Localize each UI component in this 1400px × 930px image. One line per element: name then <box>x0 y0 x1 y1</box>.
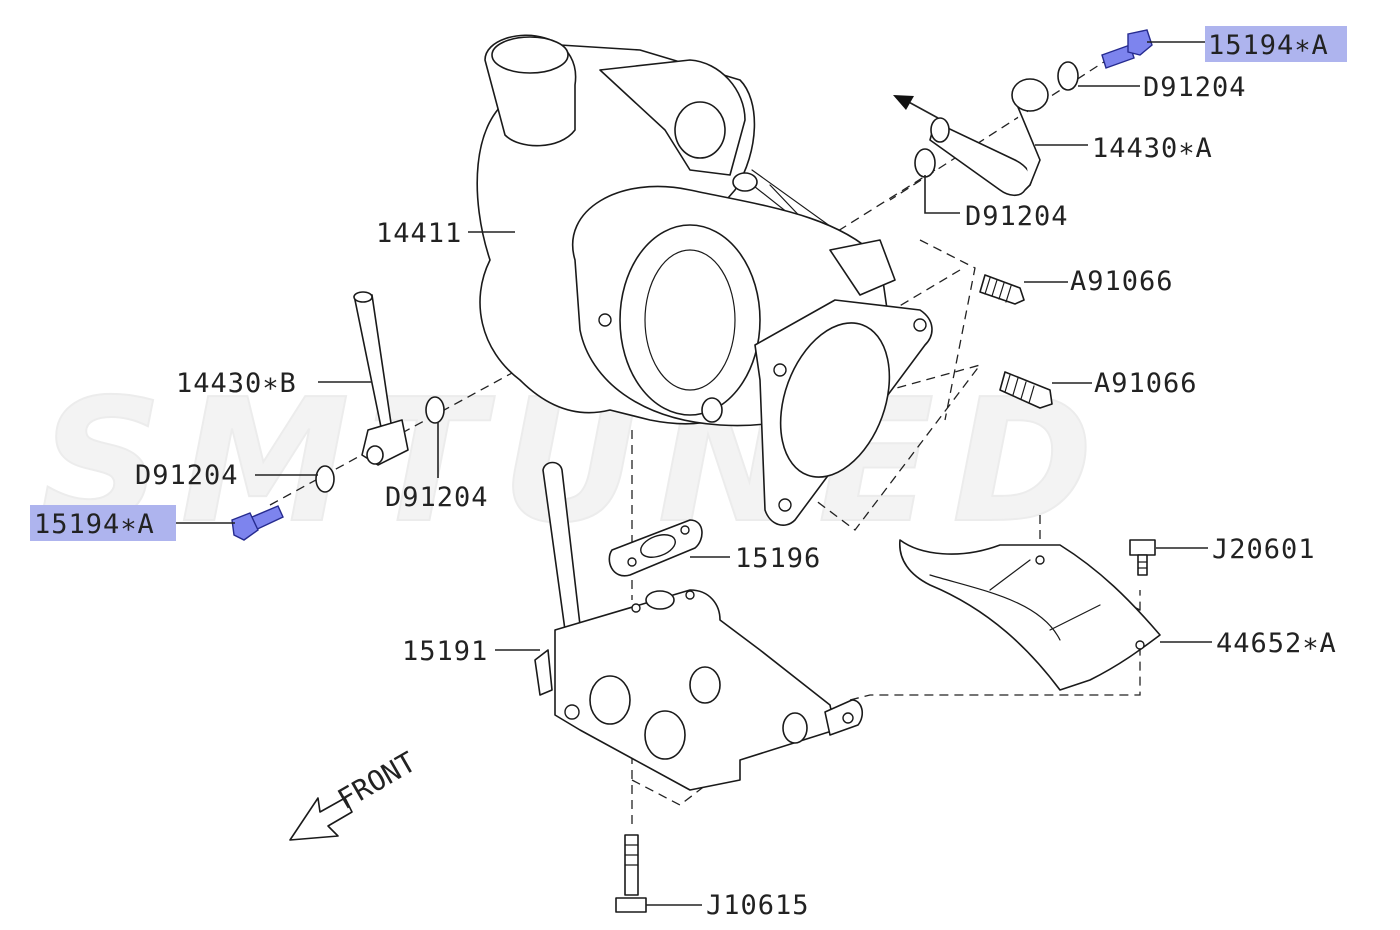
label-gasket[interactable]: 15196 <box>735 543 821 574</box>
label-pipe-a[interactable]: 14430∗A <box>1092 133 1213 164</box>
bolt-top-highlighted <box>1101 29 1153 69</box>
label-turbo[interactable]: 14411 <box>376 218 462 249</box>
stud-upper <box>979 274 1025 305</box>
label-stud-upper[interactable]: A91066 <box>1070 266 1174 297</box>
label-bolt-left[interactable]: 15194∗A <box>34 509 155 540</box>
label-washer-center[interactable]: D91204 <box>385 482 489 513</box>
gasket <box>608 519 703 577</box>
highlight-box-left <box>30 505 176 541</box>
label-washer-mid[interactable]: D91204 <box>965 201 1069 232</box>
label-bolt-j20601[interactable]: J20601 <box>1212 534 1316 565</box>
label-washer-left[interactable]: D91204 <box>135 460 239 491</box>
label-bolt-j10615[interactable]: J10615 <box>706 890 810 921</box>
bolt-j10615 <box>615 834 647 913</box>
stud-lower <box>999 371 1053 409</box>
highlight-box-top <box>1205 26 1347 62</box>
label-bolt-top[interactable]: 15194∗A <box>1208 30 1329 61</box>
washer-top-shape <box>1057 61 1079 91</box>
label-heat-shield[interactable]: 44652∗A <box>1216 628 1337 659</box>
washer-left-shape <box>315 465 335 493</box>
washer-mid-shape <box>914 148 936 178</box>
label-pipe-b[interactable]: 14430∗B <box>176 368 297 399</box>
bolt-left-highlighted <box>231 505 284 541</box>
label-pipe-manifold[interactable]: 15191 <box>402 636 488 667</box>
washer-center-shape <box>425 396 445 424</box>
heat-shield <box>899 539 1161 691</box>
front-arrow-icon <box>289 797 353 841</box>
label-stud-lower[interactable]: A91066 <box>1094 368 1198 399</box>
oil-pipe-b <box>353 291 409 466</box>
leader-lines <box>175 41 1212 906</box>
oil-pipe-a <box>893 78 1049 197</box>
exhaust-manifold <box>534 461 864 791</box>
front-indicator: FRONT <box>289 745 422 841</box>
front-label: FRONT <box>332 745 422 816</box>
turbocharger <box>476 34 933 526</box>
bolt-j20601 <box>1129 539 1156 576</box>
label-washer-top[interactable]: D91204 <box>1143 72 1247 103</box>
